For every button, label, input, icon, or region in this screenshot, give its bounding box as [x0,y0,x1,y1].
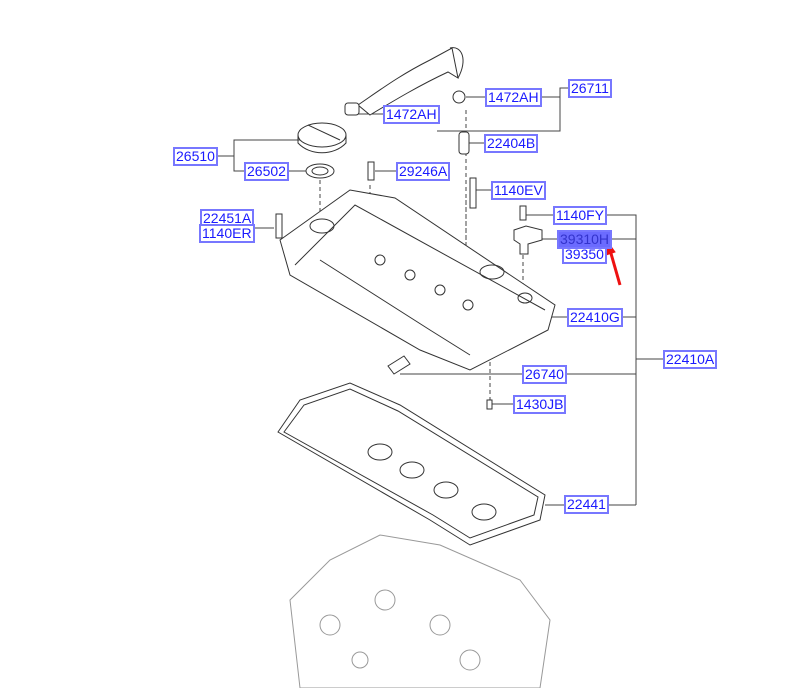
part-label-1472AH-lower[interactable]: 1472AH [383,105,440,124]
part-label-1430JB[interactable]: 1430JB [513,395,567,414]
part-label-1140ER[interactable]: 1140ER [199,224,255,243]
part-label-1140EV[interactable]: 1140EV [491,181,546,200]
cylinder-head-cover [279,189,556,371]
part-label-26510[interactable]: 26510 [173,147,218,166]
part-label-1472AH-upper[interactable]: 1472AH [485,88,542,107]
part-label-22441[interactable]: 22441 [564,495,609,514]
part-label-39350[interactable]: 39350 [562,245,607,264]
part-label-29246A[interactable]: 29246A [396,162,451,181]
part-label-39310H-selected[interactable]: 39310H [557,230,613,249]
oil-filler-cap [297,122,347,148]
spark-plug-seals [367,443,497,521]
camshaft-position-sensor [513,225,543,255]
part-label-26711[interactable]: 26711 [568,79,612,98]
part-label-22451A[interactable]: 22451A [200,209,255,228]
selection-arrow-icon [608,249,622,286]
cover-gasket [277,382,546,546]
part-label-26740[interactable]: 26740 [522,365,567,384]
cylinder-head [289,534,551,688]
part-label-26502[interactable]: 26502 [244,162,289,181]
part-label-1140FY[interactable]: 1140FY [553,206,607,225]
part-label-22404B[interactable]: 22404B [484,134,539,153]
oil-cap-gasket [305,163,335,179]
part-label-22410G[interactable]: 22410G [567,308,623,327]
part-label-22410A[interactable]: 22410A [663,350,718,369]
